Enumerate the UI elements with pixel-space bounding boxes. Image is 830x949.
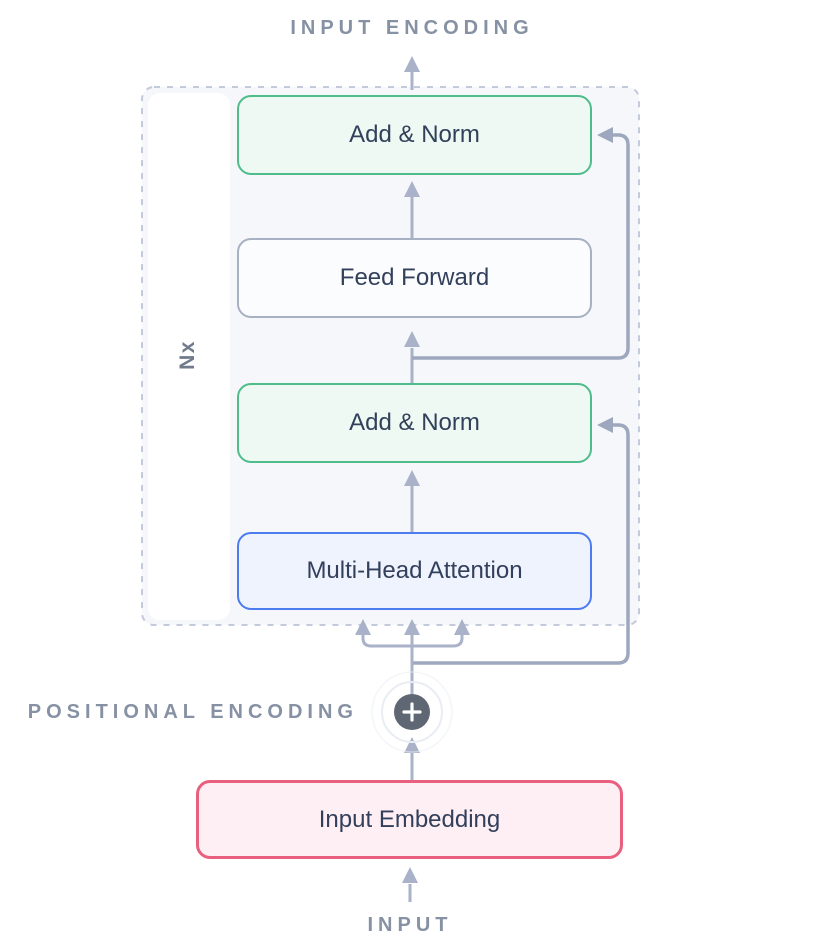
repeat-count-label: Nx — [176, 340, 199, 370]
add-norm-block-top-label: Add & Norm — [349, 121, 480, 148]
positional-encoding-label: POSITIONAL ENCODING — [27, 701, 358, 723]
plus-icon — [402, 702, 422, 722]
arrow-attention-to-addnorm — [404, 470, 420, 532]
multi-head-attention-block-label: Multi-Head Attention — [306, 557, 523, 584]
add-norm-block-top: Add & Norm — [237, 95, 592, 175]
residual-skip-feedforward — [412, 127, 630, 360]
repeat-label-panel — [148, 93, 230, 620]
add-norm-block-mid-label: Add & Norm — [349, 409, 480, 436]
arrow-embedding-to-sum — [404, 737, 420, 780]
input-label: INPUT — [367, 914, 453, 936]
input-arrow — [402, 867, 418, 902]
add-norm-block-mid: Add & Norm — [237, 383, 592, 463]
positional-sum-node — [371, 671, 453, 753]
input-embedding-block: Input Embedding — [196, 780, 623, 859]
encoder-stack-container — [141, 86, 640, 626]
arrow-feedforward-to-addnorm — [404, 181, 420, 238]
input-encoding-label: INPUT ENCODING — [290, 17, 534, 39]
arrow-addnorm-to-feedforward — [404, 331, 420, 383]
input-embedding-block-label: Input Embedding — [318, 805, 501, 833]
feed-forward-block-label: Feed Forward — [339, 264, 490, 291]
multi-head-attention-block: Multi-Head Attention — [237, 532, 592, 610]
output-arrow — [404, 56, 420, 90]
feed-forward-block: Feed Forward — [237, 238, 592, 318]
qkv-split-arrows — [355, 619, 470, 695]
residual-skip-attention — [412, 417, 630, 665]
